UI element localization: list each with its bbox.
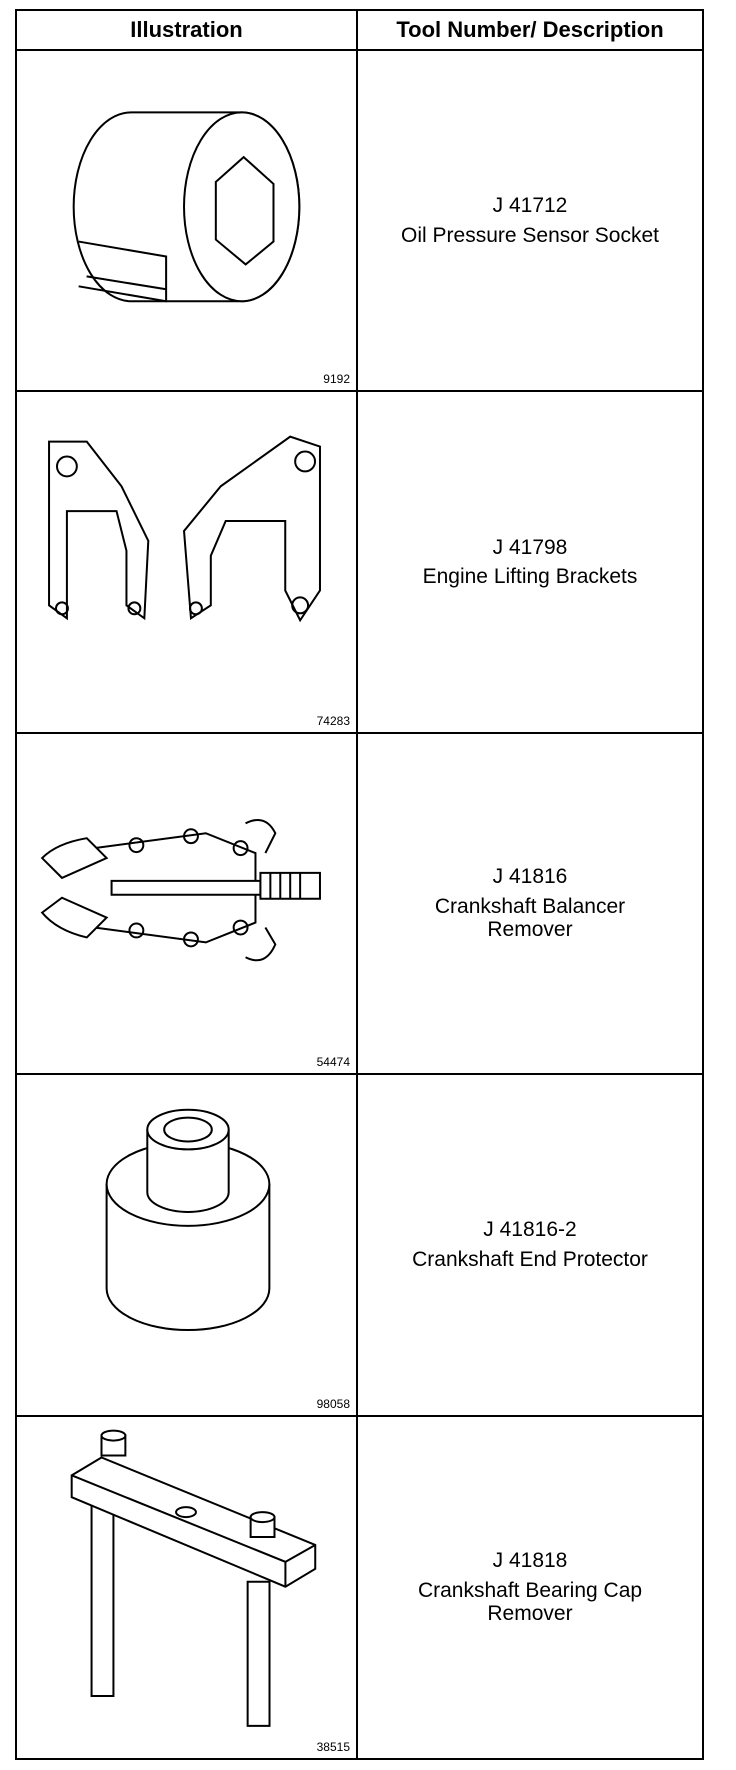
illustration-cell: 74283 — [17, 392, 358, 734]
tool-description-cell: J 41798 Engine Lifting Brackets — [358, 392, 702, 734]
tool-description: Crankshaft Bearing Cap Remover — [417, 1578, 643, 1626]
illustration-cell: 98058 — [17, 1075, 358, 1417]
balancer-remover-icon — [17, 734, 356, 1073]
tool-number: J 41798 — [492, 535, 568, 559]
figure-number: 98058 — [316, 1396, 350, 1411]
tool-description: Oil Pressure Sensor Socket — [401, 223, 659, 247]
tool-number: J 41816-2 — [483, 1218, 577, 1242]
figure-number: 54474 — [316, 1055, 350, 1070]
figure-number: 38515 — [316, 1739, 350, 1754]
tool-description: Crankshaft Balancer Remover — [434, 894, 626, 942]
tool-description-cell: J 41816-2 Crankshaft End Protector — [358, 1075, 702, 1417]
tool-description-cell: J 41816 Crankshaft Balancer Remover — [358, 734, 702, 1076]
tool-number: J 41816 — [492, 865, 568, 889]
illustration-cell: 54474 — [17, 733, 358, 1076]
tool-number: J 41818 — [492, 1549, 568, 1573]
illustration-cell: 38515 — [17, 1416, 358, 1758]
figure-number: 74283 — [316, 713, 350, 728]
header-illustration: Illustration — [17, 11, 358, 51]
sensor-socket-icon — [17, 51, 356, 390]
figure-number: 9192 — [323, 372, 350, 387]
special-tools-table: Illustration Tool Number/ Description 91… — [15, 9, 704, 1760]
illustration-cell: 9192 — [17, 51, 358, 393]
header-tool-number-description: Tool Number/ Description — [358, 11, 702, 51]
tool-number: J 41712 — [492, 194, 568, 218]
end-protector-icon — [17, 1075, 356, 1414]
lifting-brackets-icon — [17, 392, 356, 731]
tool-description-cell: J 41818 Crankshaft Bearing Cap Remover — [358, 1417, 702, 1758]
tool-description-cell: J 41712 Oil Pressure Sensor Socket — [358, 51, 702, 393]
bearing-cap-remover-icon — [17, 1417, 356, 1758]
tool-description: Engine Lifting Brackets — [422, 565, 638, 589]
tool-description: Crankshaft End Protector — [412, 1247, 648, 1271]
